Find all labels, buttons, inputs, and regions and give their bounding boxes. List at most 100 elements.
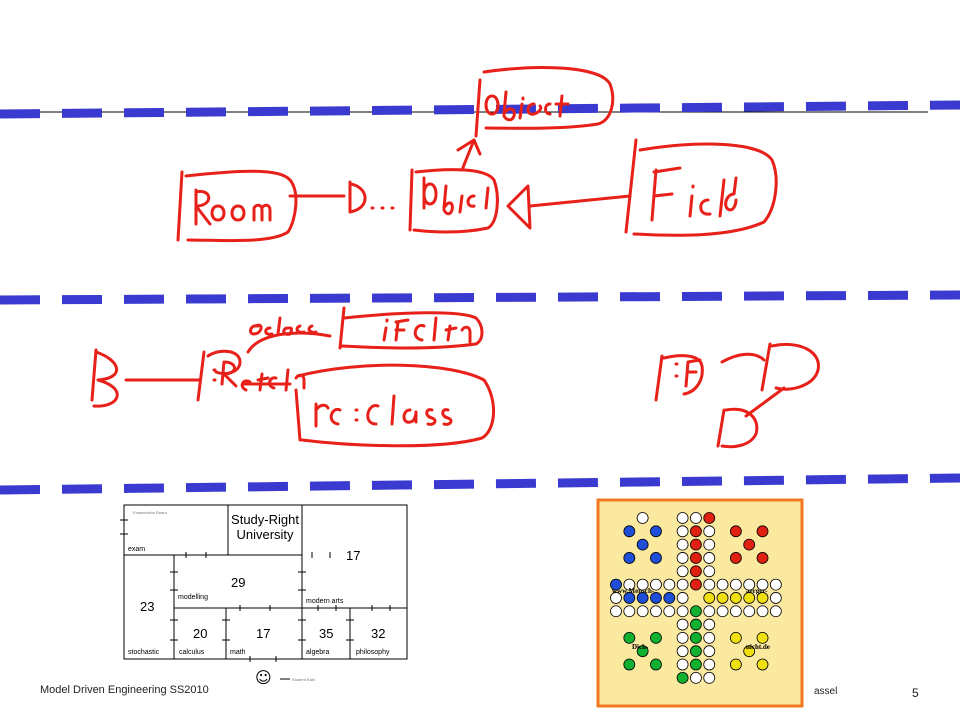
smiley-icon: ☺: [255, 668, 272, 687]
board-hole: [729, 525, 742, 538]
board-hole: [663, 592, 676, 604]
board-hole: [703, 538, 716, 551]
footer-right-fragment: assel: [814, 686, 838, 697]
board-hole: [703, 578, 716, 591]
board-hole: [729, 605, 742, 618]
board-hole: [690, 512, 702, 524]
ink-f-text: [674, 358, 702, 388]
ink-arrow-up: [456, 138, 482, 172]
board-hole: [756, 592, 769, 604]
board-hole: [636, 512, 649, 524]
ink-p-letter: [760, 342, 820, 392]
board-hole: [756, 631, 769, 644]
board-hole: [676, 645, 689, 658]
ink-inheritance-triangle: [506, 184, 532, 230]
ink-inheritance-line: [528, 194, 632, 208]
ink-field-box: [624, 138, 778, 237]
board-hole: [650, 525, 662, 538]
separator-line-1: [0, 100, 960, 119]
ink-rc-text: [314, 394, 453, 428]
board-hole: [769, 592, 782, 604]
room-stochastic-label: stochastic: [128, 649, 160, 656]
board-hole: [676, 525, 689, 538]
ink-eclass-box: [338, 306, 484, 350]
board-hole: [676, 671, 689, 684]
board-hole: [610, 578, 622, 591]
board-hole: [703, 525, 716, 538]
board-hole: [676, 565, 689, 578]
ink-object-text-top: [484, 90, 570, 122]
board-hole: [690, 645, 702, 658]
board-hole: [716, 578, 729, 591]
board-hole: [756, 552, 769, 564]
board-hole: [729, 552, 742, 564]
board-hole: [703, 565, 716, 578]
board-hole: [623, 552, 636, 564]
room-23-number: 23: [140, 599, 155, 614]
board-hole: [703, 618, 716, 631]
ink-eclass-ref: [240, 368, 306, 392]
board-hole: [663, 605, 676, 618]
room-20-number: 20: [193, 626, 208, 641]
board-hole: [756, 578, 769, 591]
board-hole: [623, 578, 636, 591]
room-math-label: math: [230, 649, 246, 656]
board-hole: [716, 592, 729, 604]
examination-board-label: Examination Board: [133, 510, 167, 515]
ink-rc-box: [294, 363, 496, 448]
board-hole: [756, 525, 769, 538]
room-calculus-label: calculus: [179, 649, 205, 656]
board-label-mensch: www.Mensch-: [612, 587, 655, 595]
separator-line-2: [0, 290, 960, 305]
page-number: 5: [912, 686, 919, 700]
board-hole: [636, 578, 649, 591]
university-title: Study-Right University: [228, 512, 302, 542]
room-modern-arts-label: modern arts: [306, 598, 344, 605]
board-hole: [650, 552, 662, 564]
ink-r-text: [212, 360, 238, 388]
board-hole: [663, 578, 676, 591]
room-algebra-label: algebra: [306, 649, 330, 656]
board-label-aerger: aerger-: [746, 587, 768, 595]
room-35-number: 35: [319, 626, 334, 641]
room-17-bottom-number: 17: [256, 626, 271, 641]
ink-b-letter: [90, 348, 119, 408]
board-holes: [610, 512, 782, 684]
ink-room-box: [176, 169, 298, 243]
separator-line-3: [0, 473, 960, 495]
board-hole: [676, 578, 689, 591]
board-hole: [690, 631, 702, 644]
board-hole: [743, 645, 756, 658]
ink-f-link: [720, 352, 766, 364]
board-hole: [610, 592, 622, 604]
board-hole: [690, 671, 702, 684]
board-hole: [650, 658, 662, 671]
board-hole: [703, 552, 716, 564]
board-hole: [703, 631, 716, 644]
ink-r-instance: [196, 349, 242, 402]
board-hole: [650, 592, 662, 604]
board-hole: [690, 538, 702, 551]
board-hole: [690, 618, 702, 631]
board-hole: [703, 512, 716, 524]
board-hole: [769, 605, 782, 618]
footer-course-title: Model Driven Engineering SS2010: [40, 684, 209, 696]
board-hole: [690, 552, 702, 564]
board-hole: [650, 605, 662, 618]
board-hole: [636, 592, 649, 604]
floorplan-lines: [120, 504, 408, 680]
ink-field-text: [650, 166, 738, 222]
room-philosophy-label: philosophy: [356, 649, 390, 656]
ink-object-text-middle: [422, 176, 490, 216]
board-hole: [690, 578, 702, 591]
board-hole: [703, 671, 716, 684]
room-17-top-number: 17: [346, 548, 361, 563]
board-hole: [636, 538, 649, 551]
board-hole: [756, 605, 769, 618]
university-title-line2: University: [236, 527, 294, 542]
board-hole: [676, 592, 689, 604]
board-hole: [756, 658, 769, 671]
room-exam-label: exam: [128, 546, 146, 553]
board-hole: [636, 605, 649, 618]
ink-object-box-middle: [408, 168, 499, 234]
